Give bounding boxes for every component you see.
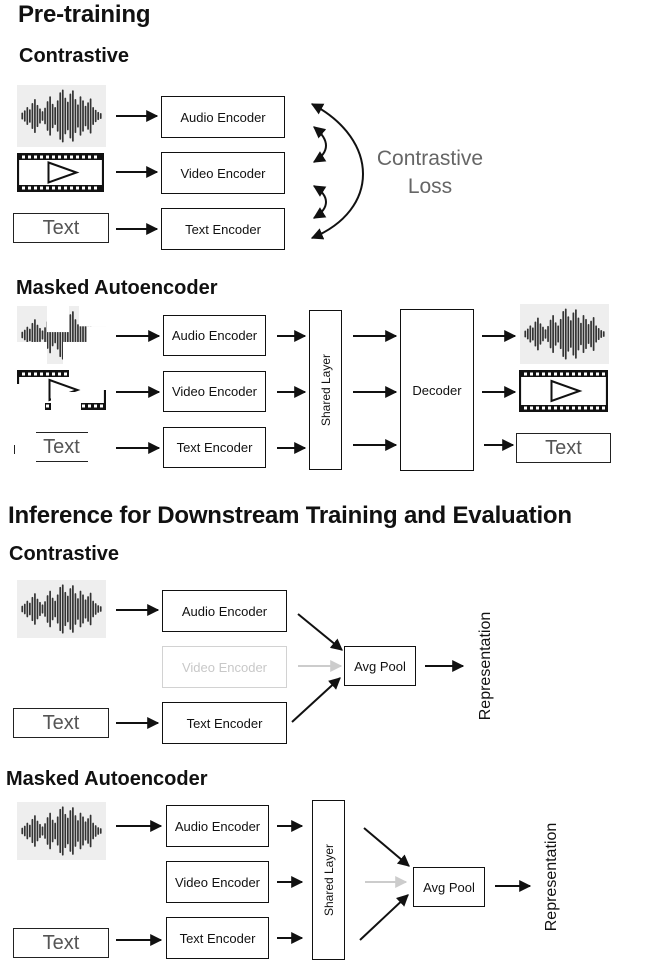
avg-pool-label: Avg Pool — [423, 879, 475, 895]
text-input-box: Text — [13, 928, 109, 958]
mask-patch — [14, 431, 36, 445]
encoder-label: Audio Encoder — [171, 328, 258, 343]
encoder-label: Video Encoder — [174, 874, 261, 890]
video-film-icon — [17, 153, 104, 192]
inf-mae-video-encoder-box: Video Encoder — [166, 861, 269, 903]
avg-pool-box: Avg Pool — [344, 646, 416, 686]
inf-video-encoder-box-faded: Video Encoder — [162, 646, 287, 688]
mae-audio-encoder-box: Audio Encoder — [163, 315, 266, 356]
text-input-box: Text — [13, 213, 109, 243]
inference-title: Inference for Downstream Training and Ev… — [8, 502, 572, 529]
waveform-icon — [17, 85, 106, 147]
avg-pool-label: Avg Pool — [354, 658, 406, 674]
text-encoder-box: Text Encoder — [161, 208, 285, 250]
encoder-label: Audio Encoder — [180, 109, 266, 125]
inference-contrastive-heading: Contrastive — [9, 543, 120, 565]
masked-text-input-label: Text — [43, 435, 80, 458]
encoder-label: Text Encoder — [186, 715, 263, 731]
mask-patch — [14, 454, 36, 463]
text-input-label: Text — [42, 711, 80, 734]
encoder-label: Text Encoder — [179, 930, 256, 946]
inf-avg-pool-box: Avg Pool — [413, 867, 485, 907]
waveform-icon — [17, 802, 106, 860]
reconstructed-waveform-icon — [520, 304, 609, 364]
encoder-label: Text Encoder — [185, 221, 261, 237]
reconstructed-text-box: Text — [516, 433, 611, 463]
encoder-label: Video Encoder — [180, 165, 266, 181]
mae-video-encoder-box: Video Encoder — [163, 371, 266, 412]
masked-waveform-icon — [17, 306, 106, 364]
loss-line-1: Contrastive — [376, 147, 484, 170]
encoder-label: Text Encoder — [176, 440, 253, 455]
waveform-icon — [17, 580, 106, 638]
encoder-label: Video Encoder — [181, 659, 268, 675]
pretraining-mae-heading: Masked Autoencoder — [16, 277, 218, 299]
masked-video-film-icon — [17, 370, 106, 410]
inf-text-encoder-box: Text Encoder — [162, 702, 287, 744]
reconstructed-text-label: Text — [545, 436, 582, 459]
pretraining-title: Pre-training — [18, 1, 151, 28]
inf-shared-layer-box — [312, 800, 345, 960]
encoder-label: Audio Encoder — [181, 603, 268, 619]
loss-line-2: Loss — [407, 175, 453, 198]
pretraining-contrastive-heading: Contrastive — [19, 45, 130, 67]
text-input-box: Text — [13, 708, 109, 738]
video-encoder-box: Video Encoder — [161, 152, 285, 194]
encoder-label: Audio Encoder — [174, 818, 261, 834]
reconstructed-video-film-icon — [519, 370, 608, 412]
inf-mae-text-encoder-box: Text Encoder — [166, 917, 269, 959]
contrastive-loss-label: Contrastive Loss — [360, 145, 500, 201]
text-input-label: Text — [42, 931, 80, 954]
audio-encoder-box: Audio Encoder — [161, 96, 285, 138]
text-input-label: Text — [42, 216, 80, 239]
inference-mae-heading: Masked Autoencoder — [6, 768, 208, 790]
shared-layer-box — [309, 310, 342, 470]
encoder-label: Video Encoder — [171, 384, 258, 399]
mask-patch — [88, 431, 110, 463]
mae-text-encoder-box: Text Encoder — [163, 427, 266, 468]
inf-mae-audio-encoder-box: Audio Encoder — [166, 805, 269, 847]
decoder-label: Decoder — [412, 382, 462, 398]
decoder-box: Decoder — [400, 309, 474, 471]
inf-audio-encoder-box: Audio Encoder — [162, 590, 287, 632]
